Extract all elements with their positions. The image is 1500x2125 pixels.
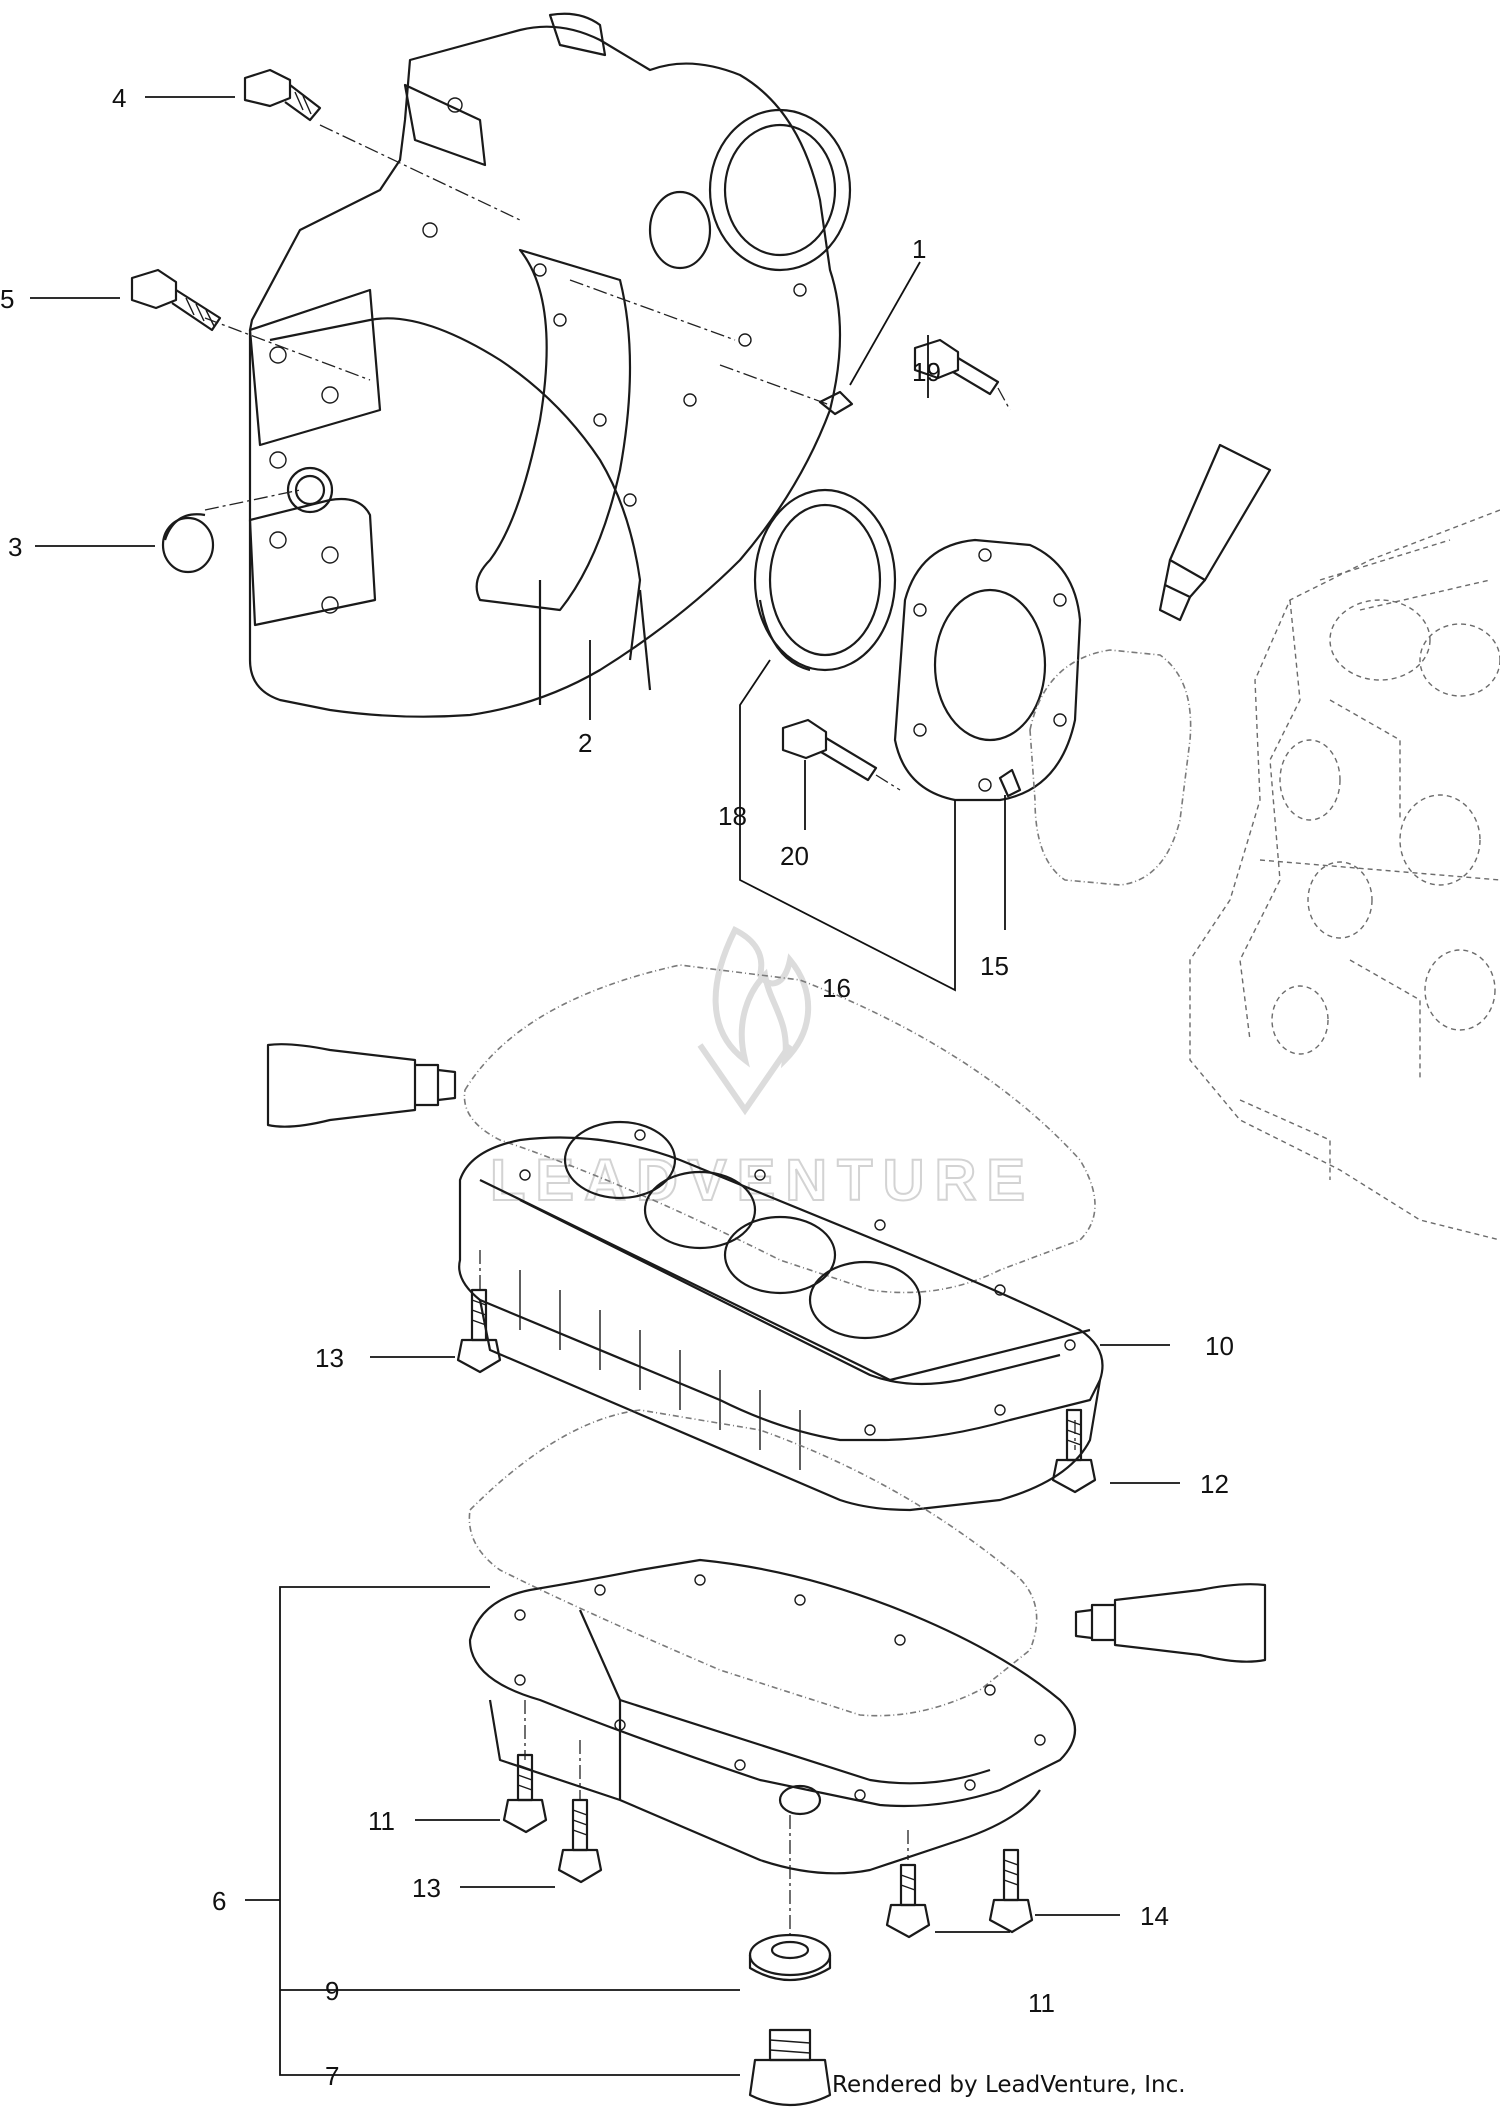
callout-19: 19	[912, 357, 941, 387]
callout-16: 16	[822, 973, 851, 1003]
callout-2: 2	[578, 728, 592, 758]
callout-13-upper: 13	[315, 1343, 344, 1373]
oil-seal-18	[753, 488, 897, 672]
render-credit: Rendered by LeadVenture, Inc.	[832, 2072, 1186, 2098]
washer-9	[748, 1933, 832, 1982]
bolt-11-right	[885, 1863, 931, 1939]
pin-15	[998, 768, 1022, 798]
callout-labels: 4 5 3 1 19 2 18 20 16 15 10 13 12 11 6 1…	[0, 83, 1234, 2091]
engine-block-ghost	[1189, 509, 1500, 1241]
lower-oil-pan-gasket	[468, 1409, 1038, 1717]
callout-12: 12	[1200, 1469, 1229, 1499]
bolt-20	[781, 718, 901, 791]
leader-lines	[30, 96, 1180, 2076]
watermark: LEADVENTURE	[489, 925, 1035, 1214]
seal-retainer-16	[893, 538, 1082, 802]
plug-3	[161, 513, 215, 574]
watermark-text: LEADVENTURE	[490, 1148, 1035, 1213]
oil-pan-assembly-6	[468, 1558, 1076, 1940]
bolt-19	[913, 338, 1011, 411]
drain-plug-7	[748, 2028, 832, 2107]
oil-pan-upper-10	[458, 1120, 1104, 1512]
bolt-12	[1051, 1408, 1097, 1494]
bolt-14	[988, 1848, 1034, 1934]
flywheel-housing	[204, 12, 852, 718]
callout-4: 4	[112, 83, 126, 113]
sealant-tube-right	[1074, 1583, 1267, 1663]
bolt-11-left	[502, 1753, 548, 1834]
sealant-tube-left	[266, 1043, 457, 1128]
callout-9: 9	[325, 1976, 339, 2006]
retainer-gasket	[1029, 649, 1192, 886]
bolt-13-upper	[456, 1288, 502, 1374]
callout-15: 15	[980, 951, 1009, 981]
bolt-5	[130, 268, 222, 332]
dowel-pin-1	[818, 390, 854, 416]
callout-3: 3	[8, 532, 22, 562]
callout-11-right: 11	[1028, 1988, 1055, 2018]
callout-7: 7	[325, 2061, 339, 2091]
bolt-4	[243, 68, 322, 122]
callout-6: 6	[212, 1886, 226, 1916]
bolt-13-lower	[557, 1798, 603, 1884]
sealant-tube-upper	[1158, 443, 1272, 622]
callout-18: 18	[718, 801, 747, 831]
callout-13-lower: 13	[412, 1873, 441, 1903]
callout-5: 5	[0, 284, 14, 314]
callout-1: 1	[912, 234, 926, 264]
callout-10: 10	[1205, 1331, 1234, 1361]
callout-14: 14	[1140, 1901, 1169, 1931]
callout-20: 20	[780, 841, 809, 871]
callout-11-left: 11	[368, 1806, 395, 1836]
